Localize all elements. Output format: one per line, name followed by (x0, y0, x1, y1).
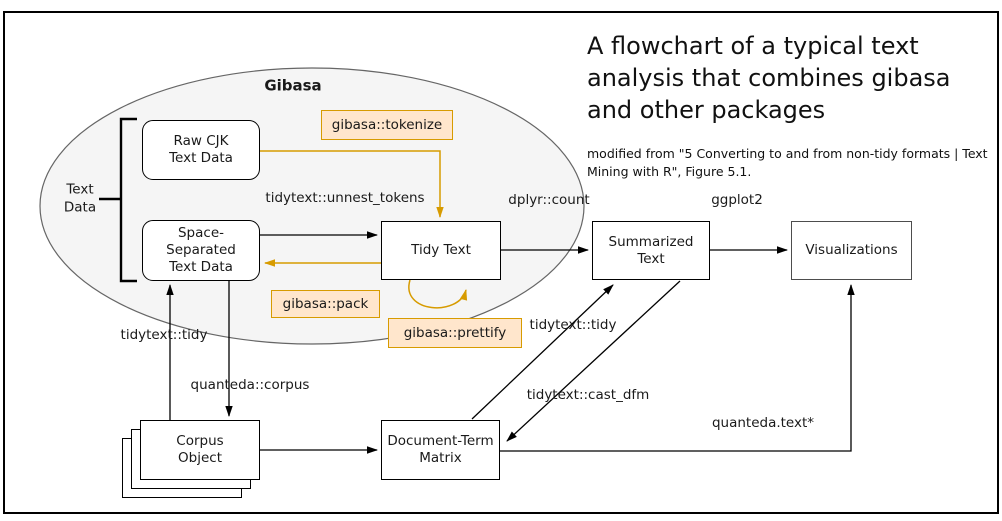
node-tidy-text-label: Tidy Text (411, 242, 471, 259)
edge-tidy-text-prettify-self-loop (408, 279, 468, 309)
edge-summarized-to-dtm (506, 280, 681, 442)
edge-label-quanteda-text: quanteda.text* (711, 415, 815, 432)
edge-dtm-to-summarized (471, 284, 614, 420)
node-summarized-text-label: Summarized Text (608, 233, 694, 267)
node-summarized-text: Summarized Text (592, 221, 710, 280)
node-corpus-object-label: Corpus Object (176, 433, 224, 466)
op-gibasa-tokenize: gibasa::tokenize (321, 110, 453, 140)
node-tidy-text: Tidy Text (381, 221, 501, 280)
node-document-term-matrix-label: Document-Term Matrix (387, 433, 494, 466)
edge-label-tidytext-cast-dfm: tidytext::cast_dfm (526, 387, 650, 404)
edge-label-ggplot2: ggplot2 (711, 192, 763, 209)
page-subtitle-line2: Mining with R", Figure 5.1. (587, 164, 752, 179)
op-gibasa-tokenize-label: gibasa::tokenize (331, 117, 443, 133)
page-subtitle-line1: modified from "5 Converting to and from … (587, 146, 988, 161)
page-title-line3: and other packages (587, 96, 826, 124)
edge-label-dplyr-count: dplyr::count (508, 192, 590, 209)
edge-dtm-to-visualizations (500, 284, 855, 452)
node-corpus-object: Corpus Object (140, 420, 260, 480)
edge-raw-cjk-tokenize-to-tidy-text (260, 150, 444, 218)
edge-label-tidytext-tidy-left: tidytext::tidy (120, 327, 208, 344)
op-gibasa-pack-label: gibasa::pack (282, 296, 369, 312)
node-raw-cjk-text-data: Raw CJK Text Data (142, 120, 260, 180)
node-space-separated-text-data: Space- Separated Text Data (142, 220, 260, 281)
gibasa-group-title: Gibasa (264, 76, 322, 95)
node-space-separated-label: Space- Separated Text Data (166, 225, 236, 275)
text-data-side-label: Text Data (63, 181, 97, 215)
page-title-line2: analysis that combines gibasa (587, 64, 951, 92)
node-raw-cjk-label: Raw CJK Text Data (169, 133, 233, 166)
node-document-term-matrix: Document-Term Matrix (381, 420, 500, 480)
op-gibasa-pack: gibasa::pack (271, 290, 380, 318)
page-subtitle: modified from "5 Converting to and from … (587, 145, 992, 181)
edge-label-tidytext-tidy-right: tidytext::tidy (529, 317, 617, 334)
page-title: A flowchart of a typical text analysis t… (587, 30, 999, 126)
edge-label-quanteda-corpus: quanteda::corpus (190, 377, 310, 394)
node-visualizations: Visualizations (791, 221, 912, 280)
page-title-line1: A flowchart of a typical text (587, 32, 919, 60)
op-gibasa-prettify-label: gibasa::prettify (403, 325, 507, 341)
op-gibasa-prettify: gibasa::prettify (388, 318, 522, 348)
node-visualizations-label: Visualizations (805, 242, 898, 259)
edge-label-unnest-tokens: tidytext::unnest_tokens (265, 190, 425, 207)
